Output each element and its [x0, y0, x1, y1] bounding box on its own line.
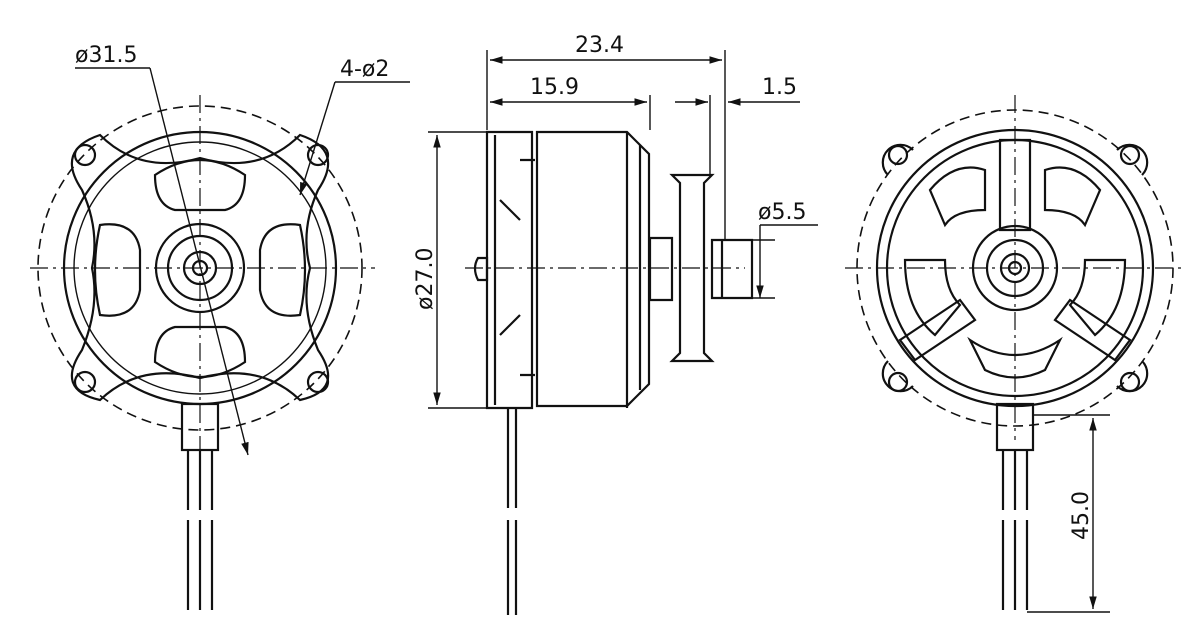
body-length-label: 15.9 — [530, 75, 579, 100]
mount-hole — [887, 144, 1141, 393]
shaft-diameter-label: ø5.5 — [758, 200, 806, 225]
mount-hole — [73, 143, 330, 394]
rear-view: ø31.5 4-ø2 — [30, 43, 410, 610]
shaft-gap-label: 1.5 — [762, 75, 797, 100]
lead-length-label: 45.0 — [1069, 491, 1094, 540]
mount-holes-label: 4-ø2 — [340, 57, 389, 82]
front-view: 45.0 — [845, 95, 1185, 613]
overall-length-label: 23.4 — [575, 33, 624, 58]
body-diameter-label: ø27.0 — [413, 248, 438, 310]
bolt-circle-label: ø31.5 — [75, 43, 137, 68]
side-view: 23.4 15.9 1.5 ø5.5 ø27.0 — [413, 33, 818, 615]
